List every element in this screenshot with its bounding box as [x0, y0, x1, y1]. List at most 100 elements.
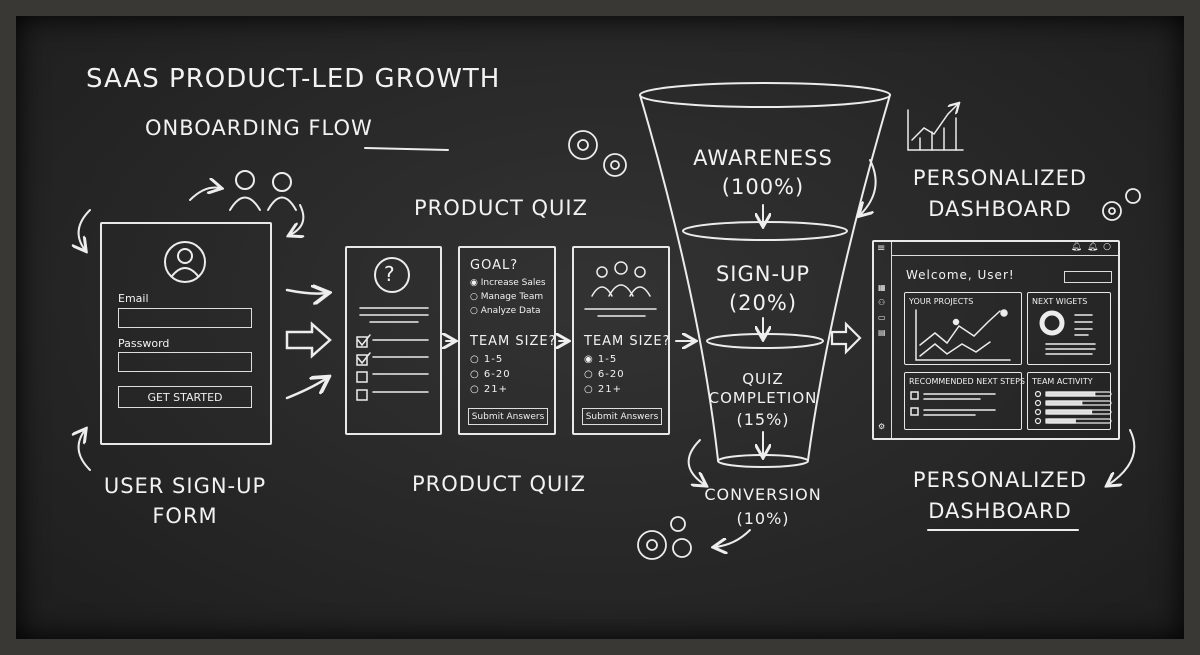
user-icon	[1034, 417, 1042, 425]
team-size-options: ◉ 1-5 ○ 6-20 ○ 21+	[584, 354, 625, 399]
quiz-card-checklist: ?	[345, 246, 442, 435]
funnel	[639, 82, 891, 547]
signup-form: Email Password GET STARTED	[100, 222, 272, 445]
option-label: 21+	[483, 384, 509, 395]
activity-bar-fill	[1045, 391, 1096, 397]
panel-title: RECOMMENDED NEXT STEPS	[909, 377, 1025, 386]
option-label: Analyze Data	[480, 306, 541, 316]
chart-icon	[907, 104, 964, 151]
title-underline	[364, 147, 449, 151]
activity-bar-fill	[1045, 400, 1083, 406]
funnel-stage-label: SIGN-UP	[715, 262, 811, 286]
gears-icon	[568, 130, 1141, 560]
title-line-2: ONBOARDING FLOW	[145, 116, 373, 140]
password-field[interactable]	[118, 352, 252, 372]
email-field[interactable]	[118, 308, 252, 328]
dashboard-window: ≡ ▦⚇▭▤ ⚙ 🔔︎ 🔔︎ ○ Welcome, User! YOUR PRO…	[872, 240, 1120, 440]
title-emphasis: FLOW	[308, 116, 373, 140]
activity-bar-fill	[1045, 409, 1093, 415]
team-size-title: TEAM SIZE?	[584, 334, 671, 349]
quiz-caption: PRODUCT QUIZ	[412, 472, 586, 496]
funnel-stage-label: CONVERSION	[704, 485, 822, 504]
team-option[interactable]: ○ 6-20	[470, 369, 511, 380]
checklist-lines	[356, 307, 429, 401]
option-label: 1-5	[483, 354, 504, 365]
submit-answers-button[interactable]: Submit Answers	[582, 408, 662, 425]
dashboard-heading: PERSONALIZED	[912, 166, 1088, 190]
submit-answers-button[interactable]: Submit Answers	[468, 408, 548, 425]
question-icon	[374, 257, 410, 293]
goal-option[interactable]: ○ Analyze Data	[470, 306, 541, 316]
funnel-stage-label-2: COMPLETION	[708, 389, 818, 407]
user-icon	[1034, 390, 1042, 398]
email-label: Email	[118, 292, 149, 305]
cycle-arrow	[1108, 429, 1136, 485]
arrow	[830, 321, 862, 355]
panel-your-projects: YOUR PROJECTS	[904, 292, 1022, 365]
funnel-stage-pct: (100%)	[721, 175, 805, 199]
goal-options: ◉ Increase Sales ○ Manage Team ○ Analyze…	[470, 278, 546, 320]
goal-title: GOAL?	[470, 258, 519, 273]
cycle-arrow	[79, 209, 91, 250]
team-size-title: TEAM SIZE?	[470, 334, 557, 349]
team-option[interactable]: ○ 6-20	[584, 369, 625, 380]
dashboard-heading-2: DASHBOARD	[928, 197, 1072, 221]
team-option[interactable]: ◉ 1-5	[584, 354, 618, 365]
option-label: 6-20	[483, 369, 511, 380]
question-mark-icon: ?	[384, 262, 396, 286]
funnel-stage-pct: (15%)	[736, 410, 790, 429]
goal-option[interactable]: ◉ Increase Sales	[470, 278, 546, 288]
funnel-stage-label: QUIZ	[742, 370, 784, 388]
avatar-icon	[164, 241, 206, 283]
dashboard-sidebar: ≡ ▦⚇▭▤ ⚙	[874, 242, 892, 438]
user-icon	[1034, 408, 1042, 416]
header-button[interactable]	[1064, 271, 1112, 283]
team-icon	[584, 261, 657, 317]
cycle-arrow	[290, 204, 303, 235]
title-text: ONBOARDING	[145, 116, 309, 140]
team-option[interactable]: ○ 1-5	[470, 354, 504, 365]
activity-bar-fill	[1045, 418, 1076, 424]
cycle-arrow	[79, 430, 91, 471]
team-option[interactable]: ○ 21+	[584, 384, 623, 395]
goal-option[interactable]: ○ Manage Team	[470, 292, 544, 302]
panel-recommended-steps: RECOMMENDED NEXT STEPS	[904, 372, 1025, 430]
quiz-heading: PRODUCT QUIZ	[414, 196, 588, 220]
option-label: 1-5	[597, 354, 618, 365]
notification-icons[interactable]: 🔔︎ 🔔︎ ○	[1070, 242, 1112, 252]
funnel-stage-pct: (10%)	[736, 509, 790, 528]
title-line-1: SAAS PRODUCT-LED GROWTH	[86, 64, 501, 94]
panel-title: YOUR PROJECTS	[909, 297, 974, 306]
team-activity-bars	[1034, 390, 1112, 425]
quiz-card-team: TEAM SIZE? ◉ 1-5 ○ 6-20 ○ 21+ Submit Ans…	[572, 246, 670, 435]
signup-caption: USER SIGN-UP	[103, 474, 267, 498]
signup-caption-2: FORM	[152, 504, 218, 528]
quiz-card-goal: GOAL? ◉ Increase Sales ○ Manage Team ○ A…	[458, 246, 556, 435]
panel-team-activity: TEAM ACTIVITY	[1027, 372, 1111, 430]
flow-arrow-icon	[285, 290, 330, 400]
password-label: Password	[118, 337, 170, 350]
option-label: 6-20	[597, 369, 625, 380]
sidebar-nav-icons[interactable]: ▦⚇▭▤	[878, 283, 887, 337]
dashboard-chart	[910, 309, 1096, 416]
panel-title: NEXT WIGETS	[1032, 297, 1088, 306]
get-started-button[interactable]: GET STARTED	[118, 386, 252, 408]
panel-next-widgets: NEXT WIGETS	[1027, 292, 1111, 365]
users-icon	[229, 170, 297, 211]
funnel-stage-pct: (20%)	[728, 291, 798, 315]
team-size-options: ○ 1-5 ○ 6-20 ○ 21+	[470, 354, 511, 399]
dashboard-caption-2: DASHBOARD	[928, 499, 1072, 523]
settings-icon[interactable]: ⚙	[878, 422, 887, 431]
user-icon	[1034, 399, 1042, 407]
dashboard-caption: PERSONALIZED	[912, 468, 1088, 492]
welcome-text: Welcome, User!	[906, 268, 1015, 282]
team-option[interactable]: ○ 21+	[470, 384, 509, 395]
menu-icon[interactable]: ≡	[877, 243, 887, 254]
option-label: Manage Team	[480, 292, 544, 302]
dashboard-topbar: 🔔︎ 🔔︎ ○	[892, 242, 1118, 256]
option-label: Increase Sales	[480, 278, 546, 288]
cycle-arrow	[189, 188, 220, 201]
funnel-stage-label: AWARENESS	[693, 146, 833, 170]
option-label: 21+	[597, 384, 623, 395]
